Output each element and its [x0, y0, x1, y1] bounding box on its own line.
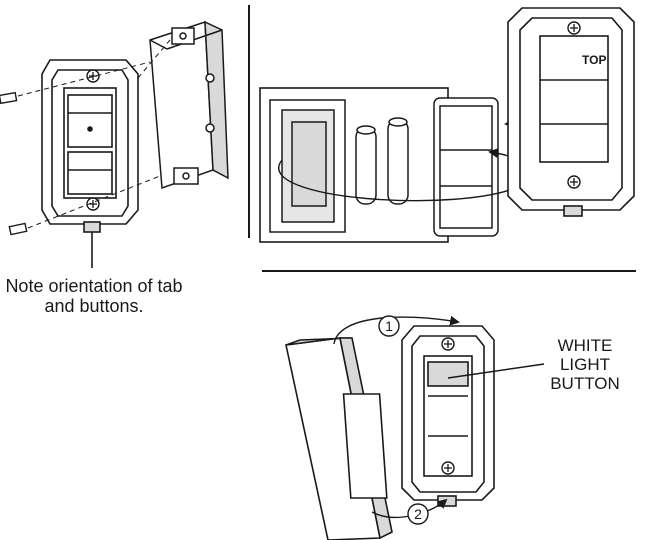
wall-frame-bottom — [401, 325, 495, 507]
callout-line-2: LIGHT — [559, 355, 611, 375]
control-front — [433, 97, 499, 237]
curved-arrow-icon — [333, 315, 460, 345]
control-back — [269, 99, 346, 233]
note-line-1: Note orientation of tab — [5, 276, 183, 296]
note-line-2: and buttons. — [44, 296, 144, 317]
screw-icon — [0, 91, 28, 236]
callout-leader — [447, 363, 545, 379]
wall-frame-left — [41, 59, 139, 233]
wall-frame-right — [507, 7, 635, 217]
top-mark: TOP — [582, 53, 606, 67]
callout-line-1: WHITE — [557, 336, 613, 355]
junction-box-icon — [149, 20, 229, 190]
step-2-marker: 2 — [414, 506, 422, 522]
callout-line-3: BUTTON — [550, 374, 620, 394]
cover-plate — [285, 337, 393, 540]
battery-icon — [355, 117, 409, 205]
white-light-button-label: WHITE LIGHT BUTTON — [540, 336, 630, 393]
step-1-marker: 1 — [385, 318, 393, 334]
note-label: Note orientation of tab and buttons. — [0, 276, 188, 316]
